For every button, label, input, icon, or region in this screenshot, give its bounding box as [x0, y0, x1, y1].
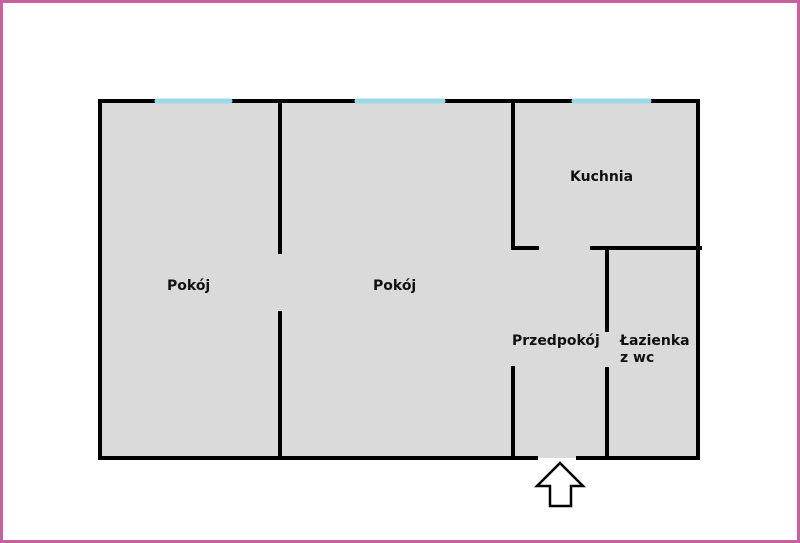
floor-area — [100, 101, 698, 458]
room-label-lazienka: Łazienka — [619, 333, 690, 349]
entrance-arrow-icon — [533, 461, 587, 508]
room-label-przedpokoj: Przedpokój — [512, 333, 600, 349]
room-label-wc: z wc — [620, 350, 654, 366]
room-label-pokoj-1: Pokój — [167, 278, 210, 294]
room-label-pokoj-2: Pokój — [373, 278, 416, 294]
room-label-kuchnia: Kuchnia — [570, 169, 633, 185]
